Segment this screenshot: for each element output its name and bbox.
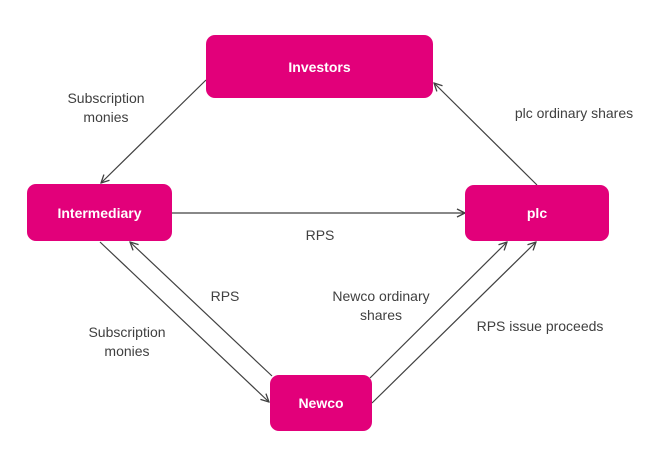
intermediary-label: Intermediary — [57, 204, 142, 221]
plc-label: plc — [526, 205, 548, 221]
investors-label: Investors — [288, 58, 351, 75]
intermediary-box: Intermediary — [27, 184, 172, 241]
flow-label-newco-ordinary-shares: Newco ordinary shares — [332, 288, 430, 323]
newco-box: Newco — [270, 375, 372, 431]
arrow-newco-to-intermediary — [130, 242, 273, 377]
flow-label-subscription-monies-top: Subscription monies — [67, 90, 145, 125]
arrow-newco-to-plc-proceeds — [371, 242, 536, 404]
arrow-intermediary-to-newco — [99, 241, 269, 402]
flow-label-rps-issue-proceeds: RPS issue proceeds — [476, 318, 604, 334]
investors-box: Investors — [206, 35, 433, 98]
arrow-plc-to-investors — [434, 83, 538, 186]
arrow-newco-to-plc-shares — [369, 242, 507, 379]
flow-label-plc-ordinary-shares: plc ordinary shares — [514, 105, 634, 121]
plc-box: plc — [465, 185, 609, 241]
arrow-investors-to-intermediary — [101, 79, 207, 183]
flow-label-rps-horizontal: RPS — [305, 227, 335, 243]
newco-label: Newco — [298, 395, 344, 411]
flow-label-rps-diagonal: RPS — [210, 288, 240, 304]
flow-label-subscription-monies-bottom: Subscription monies — [88, 324, 166, 359]
